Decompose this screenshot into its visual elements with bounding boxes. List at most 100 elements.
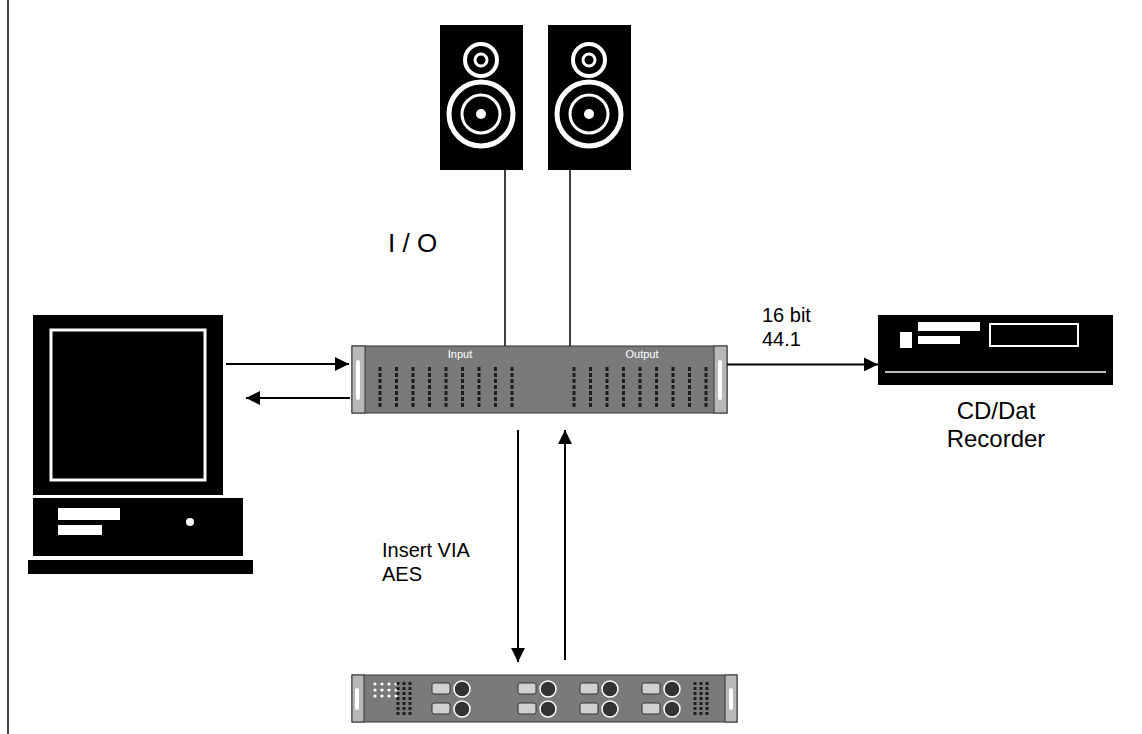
insert-label: Insert VIA AES (382, 538, 506, 586)
recorder-part (918, 322, 980, 331)
meter-segment (409, 682, 412, 716)
computer-part (51, 330, 205, 480)
rack-slat (478, 367, 481, 407)
recorder-part (885, 371, 1106, 373)
indicator-dot (387, 688, 390, 691)
button (642, 683, 660, 694)
computer-part (58, 525, 102, 535)
meter-segment (694, 682, 697, 716)
knob (664, 681, 680, 697)
computer-part (33, 498, 243, 556)
speaker-part (583, 54, 595, 66)
rack-unit-part (352, 346, 365, 413)
rack-slat (461, 367, 464, 407)
signal-format-label: 16 bit 44.1 (762, 303, 832, 351)
knob (602, 701, 618, 717)
speaker-part (440, 25, 523, 170)
data-arrow (226, 364, 350, 398)
speaker-wire-part (504, 170, 506, 346)
indicator-dot (373, 694, 376, 697)
processor-unit-part (729, 688, 733, 710)
io-label: I / O (388, 228, 478, 259)
speaker (548, 25, 631, 170)
insert-arrow-part (564, 430, 566, 660)
rack-slat (622, 367, 625, 407)
recorder-part (918, 336, 960, 344)
insert-arrow-part (517, 430, 519, 662)
speaker (440, 25, 523, 170)
button (518, 703, 536, 714)
rack-unit (352, 346, 727, 413)
rack-slat (705, 367, 708, 407)
speaker-part (462, 95, 500, 133)
rack-slats (380, 367, 706, 407)
recorder-part (878, 315, 1113, 385)
rack-slat (379, 367, 382, 407)
button (432, 703, 450, 714)
recorder-part (900, 332, 912, 348)
rack-slat (428, 367, 431, 407)
processor-controls (373, 681, 707, 717)
knob (664, 701, 680, 717)
io-rack-box: InputOutput (352, 346, 727, 413)
meter-segment (397, 682, 400, 716)
indicator-dot (373, 682, 376, 685)
speaker-part (584, 109, 594, 119)
button (518, 683, 536, 694)
button (580, 683, 598, 694)
speaker-part (570, 95, 608, 133)
speaker-part (449, 82, 513, 146)
speaker-part (476, 109, 486, 119)
button (580, 703, 598, 714)
knob (454, 681, 470, 697)
speaker-part (465, 44, 497, 76)
button (642, 703, 660, 714)
meter-segment (700, 682, 703, 716)
speaker-part (573, 44, 605, 76)
computer-part (186, 518, 194, 526)
data-arrow-part (246, 397, 350, 399)
speaker-wire-part (569, 170, 571, 346)
rack-slat (688, 367, 691, 407)
rack-unit-part (352, 346, 727, 413)
computer-part (33, 315, 223, 495)
processor-unit-part (355, 688, 359, 710)
recorder (878, 315, 1113, 385)
computer (28, 315, 253, 574)
processor-unit-part (725, 675, 737, 722)
signal-arrow (727, 363, 878, 365)
indicator-dot (387, 694, 390, 697)
meter-segment (403, 682, 406, 716)
insert-arrow (518, 430, 565, 662)
knob (540, 701, 556, 717)
speaker-part (548, 25, 631, 170)
indicator-dot (380, 682, 383, 685)
indicator-dot (380, 688, 383, 691)
rack-slat (412, 367, 415, 407)
processor-unit-part (352, 675, 364, 722)
rack-slat (655, 367, 658, 407)
indicator-dot (387, 682, 390, 685)
device-caption: CD/Dat Recorder (930, 397, 1062, 452)
rack-slat (672, 367, 675, 407)
section-label: Output (610, 348, 674, 361)
recorder-box: CD/Dat Recorder (878, 315, 1113, 385)
recorder-part (990, 324, 1078, 346)
rack-slat (511, 367, 514, 407)
page-rule (7, 0, 9, 734)
rack-slat (639, 367, 642, 407)
speaker-wire (505, 170, 570, 346)
indicator-dot (373, 688, 376, 691)
computer-part (58, 508, 120, 520)
knob (454, 701, 470, 717)
computer-part (28, 560, 253, 574)
rack-slat (494, 367, 497, 407)
rack-slat (395, 367, 398, 407)
speaker-part (475, 54, 487, 66)
speaker-part (557, 82, 621, 146)
button (432, 683, 450, 694)
rack-unit-part (718, 360, 722, 400)
